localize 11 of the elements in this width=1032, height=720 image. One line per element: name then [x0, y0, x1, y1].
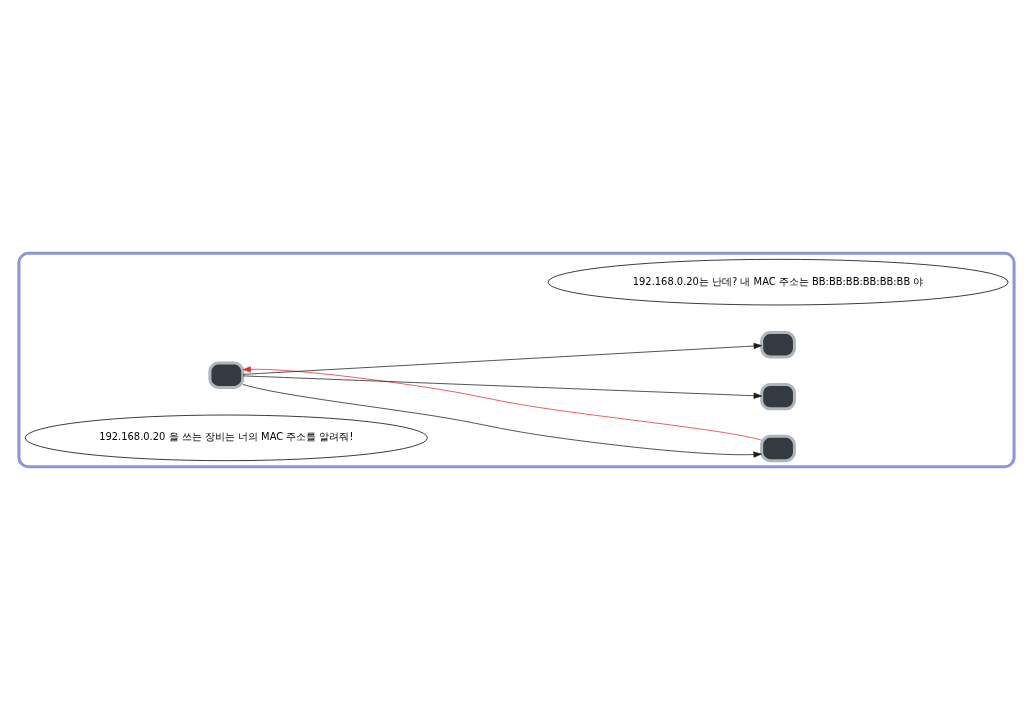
node-ellipse: 192.168.0.20 을 쓰는 장비는 너의 MAC 주소를 알려줘!: [24, 414, 428, 462]
node-computer: [759, 382, 796, 411]
cluster: [16, 251, 1016, 469]
node-computer: [759, 434, 796, 463]
arrow: [242, 375, 762, 399]
node-computer: [759, 331, 796, 359]
arrow: [242, 366, 762, 441]
node-ellipse: 192.168.0.20는 난데? 내 MAC 주소는 BB:BB:BB:BB:BB:BB 야: [547, 258, 1008, 306]
node-computer: [207, 361, 244, 389]
arrow: [242, 384, 762, 458]
arrow: [242, 343, 762, 375]
